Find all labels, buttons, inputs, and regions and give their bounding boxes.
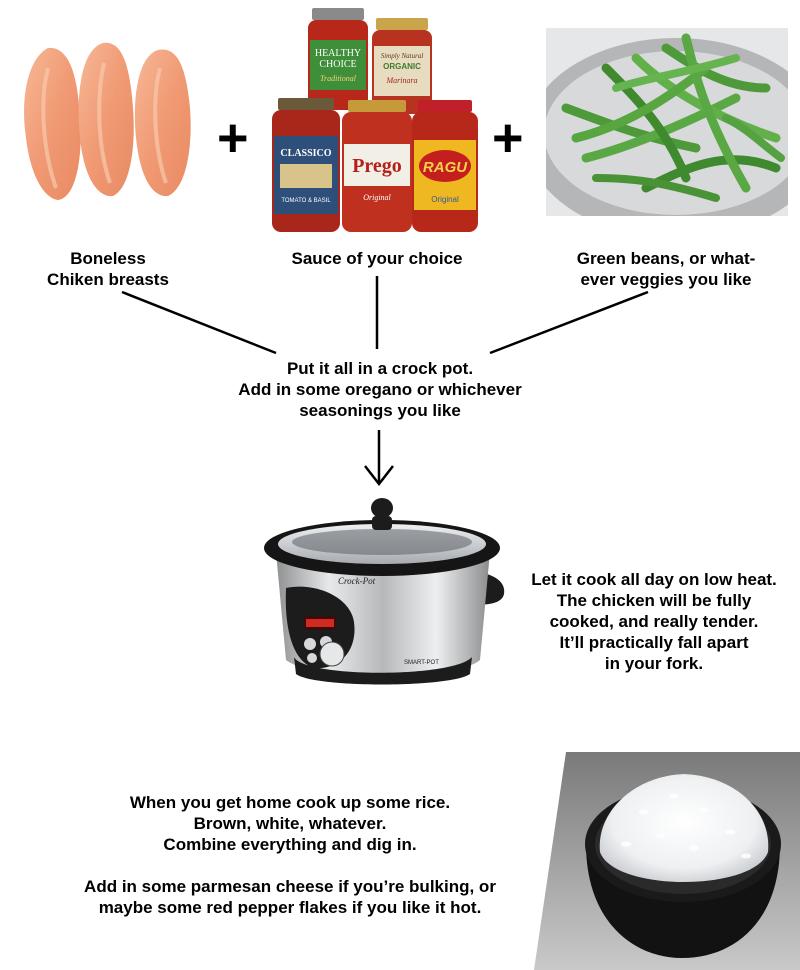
jar-prego: Prego Original (342, 100, 412, 232)
cook-instruction-line2: The chicken will be fully (556, 591, 752, 610)
jar-simply-natural-brand2: ORGANIC (383, 62, 421, 71)
jar-prego-brand: Prego (352, 155, 402, 177)
crockpot-instruction-line1: Put it all in a crock pot. (286, 359, 474, 378)
rice-instruction-line2: Brown, white, whatever. (193, 814, 387, 833)
connector-line-beans (489, 290, 649, 355)
connector-lines (121, 276, 649, 487)
connector-line-chicken (121, 290, 277, 355)
jar-simply-natural: Simply Natural ORGANIC Marinara (372, 18, 432, 114)
rice-instruction-line4: Add in some parmesan cheese if you’re bu… (84, 877, 496, 896)
green-beans-image (546, 28, 788, 216)
beans-caption-line2: ever veggies you like (580, 270, 752, 289)
rice-instruction-line5: maybe some red pepper flakes if you like… (98, 898, 482, 917)
jar-healthy-choice: HEALTHY CHOICE Traditional (308, 8, 368, 110)
sauce-caption: Sauce of your choice (266, 248, 488, 269)
jar-healthy-choice-brand1: HEALTHY (315, 48, 361, 59)
cook-instruction-line1: Let it cook all day on low heat. (531, 570, 777, 589)
jar-simply-natural-sub: Marinara (385, 76, 417, 85)
crockpot-image: Crock-Pot SMART-POT (254, 492, 512, 688)
cook-instruction-line5: in your fork. (604, 654, 704, 673)
jar-ragu: RAGU Original (412, 100, 478, 232)
down-arrow-head (364, 465, 394, 487)
jar-healthy-choice-brand2: CHOICE (319, 59, 356, 70)
chicken-caption-line1: Boneless (70, 249, 146, 268)
chicken-caption-line2: Chiken breasts (47, 270, 169, 289)
rice-instruction: When you get home cook up some rice. Bro… (40, 792, 540, 918)
jar-classico: CLASSICO TOMATO & BASIL (272, 98, 340, 232)
crockpot-instruction-line2: Add in some oregano or whichever (238, 380, 522, 399)
beans-caption: Green beans, or what- ever veggies you l… (540, 248, 792, 290)
sauce-jars-image: HEALTHY CHOICE Traditional Simply Natura… (268, 6, 483, 234)
cook-instruction-line3: cooked, and really tender. (549, 612, 759, 631)
beans-caption-line1: Green beans, or what- (576, 249, 756, 268)
cook-instruction: Let it cook all day on low heat. The chi… (514, 569, 794, 674)
crockpot-instruction-line3: seasonings you like (299, 401, 461, 420)
jar-healthy-choice-sub: Traditional (320, 74, 357, 83)
cook-instruction-line4: It’ll practically fall apart (559, 633, 749, 652)
chicken-caption: Boneless Chiken breasts (18, 248, 198, 290)
rice-instruction-line3: Combine everything and dig in. (163, 835, 417, 854)
rice-bowl-image (534, 752, 800, 970)
rice-instruction-line1: When you get home cook up some rice. (129, 793, 451, 812)
crockpot-brand: Crock-Pot (338, 576, 376, 586)
jar-ragu-sub: Original (431, 195, 459, 204)
jar-simply-natural-brand1: Simply Natural (381, 52, 424, 60)
jar-prego-sub: Original (363, 193, 391, 202)
crockpot-model: SMART-POT (404, 660, 439, 666)
plus-sign: + (217, 108, 249, 168)
jar-ragu-brand: RAGU (423, 159, 468, 176)
chicken-image (18, 38, 198, 203)
plus-sign: + (492, 108, 524, 168)
sauce-caption-text: Sauce of your choice (291, 249, 463, 268)
crockpot-instruction: Put it all in a crock pot. Add in some o… (200, 358, 560, 421)
jar-classico-sub: TOMATO & BASIL (281, 198, 331, 204)
jar-classico-brand: CLASSICO (280, 148, 331, 159)
